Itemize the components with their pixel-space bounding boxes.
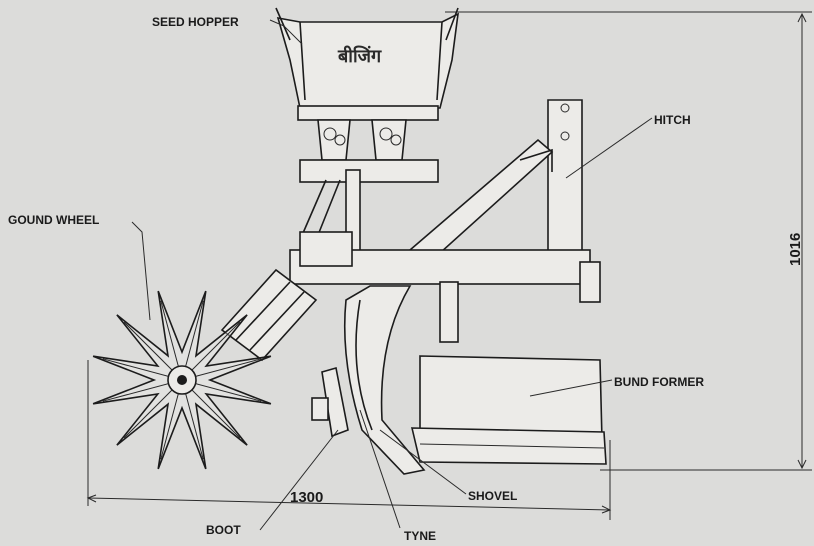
ground-wheel: [92, 290, 272, 470]
main-frame: [289, 231, 601, 343]
leader-lines: [131, 19, 653, 531]
hopper-brand-mark: बीजिंग: [337, 45, 382, 67]
label-bund-former: BUND FORMER: [614, 375, 704, 389]
dimension-height-value: 1016: [787, 233, 804, 266]
label-hitch: HITCH: [654, 113, 691, 127]
width-dimension: [86, 360, 612, 520]
boot: [311, 366, 349, 438]
height-dimension: [445, 11, 812, 471]
label-boot: BOOT: [206, 523, 241, 537]
dimension-width-value: 1300: [290, 489, 323, 506]
bund-former: [410, 355, 607, 465]
tyne: [343, 285, 426, 475]
label-seed-hopper: SEED HOPPER: [152, 15, 239, 29]
hitch: [408, 99, 583, 263]
wheel-arm: [220, 268, 318, 362]
label-tyne: TYNE: [404, 529, 436, 543]
label-shovel: SHOVEL: [468, 489, 517, 503]
label-ground-wheel: GOUND WHEEL: [8, 213, 99, 227]
